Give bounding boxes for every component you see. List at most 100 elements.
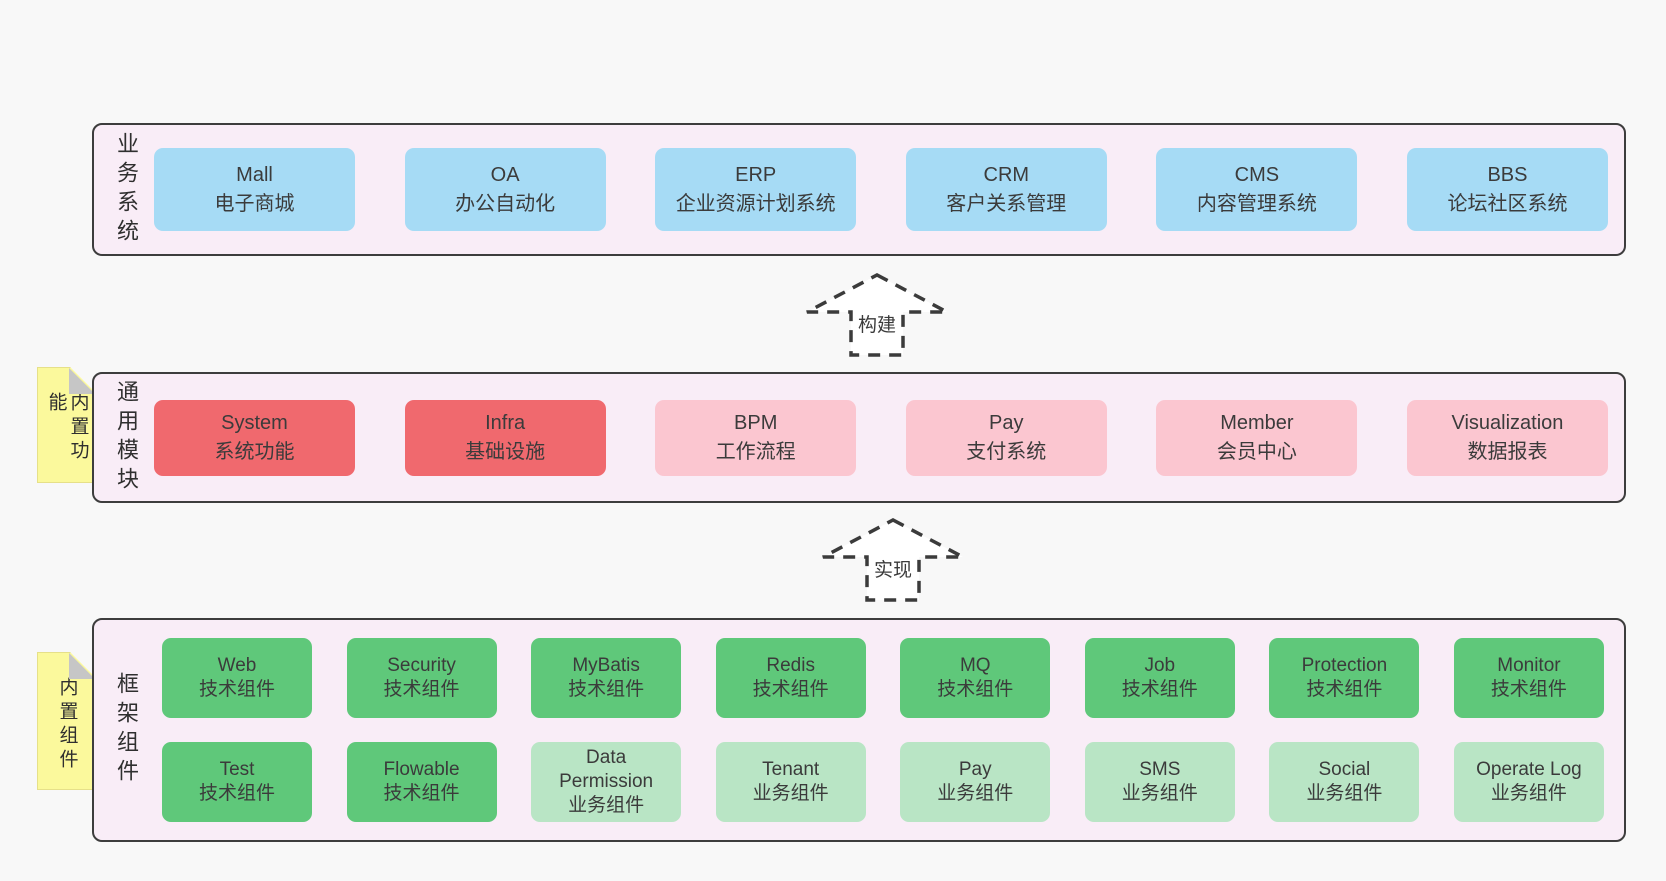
layer-label: 业务系统 (114, 131, 139, 248)
box-flowable: Flowable 技术组件 (346, 742, 497, 822)
box-subtitle: 业务组件 (752, 783, 829, 804)
box-tenant: Tenant 业务组件 (715, 742, 866, 822)
arrow-label: 构建 (854, 310, 900, 337)
sticky-note-label: 内置组件 (56, 677, 78, 773)
box-title: Mall (236, 163, 273, 186)
box-title: Tenant (762, 759, 820, 780)
box-title: Security (387, 655, 456, 676)
layer-framework-components: 框架组件 Web 技术组件 Security 技术组件 MyBatis 技术组件… (92, 618, 1626, 842)
arrow-label: 实现 (870, 555, 916, 582)
box-erp: ERP 企业资源计划系统 (655, 148, 857, 231)
box-title: Flowable (383, 759, 460, 780)
box-social: Social 业务组件 (1269, 742, 1420, 822)
box-oa: OA 办公自动化 (404, 148, 606, 231)
box-mq: MQ 技术组件 (900, 638, 1051, 718)
box-title: Member (1220, 411, 1294, 434)
box-title: Test (219, 759, 255, 780)
sticky-note-built-in-components: 内置组件 (37, 652, 96, 790)
box-subtitle: 业务组件 (1121, 783, 1198, 804)
box-subtitle: 技术组件 (937, 679, 1014, 700)
box-subtitle: 技术组件 (383, 783, 460, 804)
box-visualization: Visualization 数据报表 (1406, 399, 1608, 476)
box-subtitle: 业务组件 (937, 783, 1014, 804)
box-pay: Pay 支付系统 (905, 399, 1107, 476)
box-title: BBS (1487, 163, 1528, 186)
box-protection: Protection 技术组件 (1269, 638, 1420, 718)
box-title: Data Permission (559, 747, 654, 792)
box-title: BPM (734, 411, 778, 434)
box-subtitle: 技术组件 (752, 679, 829, 700)
box-mall: Mall 电子商城 (154, 148, 355, 231)
component-rows: Web 技术组件 Security 技术组件 MyBatis 技术组件 Redi… (154, 638, 1608, 822)
box-member: Member 会员中心 (1156, 399, 1358, 476)
box-title: MQ (959, 655, 991, 676)
box-subtitle: 支付系统 (966, 440, 1047, 463)
box-system: System 系统功能 (154, 399, 355, 476)
component-boxes-row-2: Test 技术组件 Flowable 技术组件 Data Permission … (162, 742, 1604, 822)
box-title: Operate Log (1476, 759, 1582, 780)
box-subtitle: 基础设施 (465, 440, 546, 463)
box-subtitle: 系统功能 (214, 440, 295, 463)
box-subtitle: 技术组件 (568, 679, 645, 700)
box-data-permission: Data Permission 业务组件 (531, 742, 682, 822)
box-crm: CRM 客户关系管理 (905, 148, 1107, 231)
box-subtitle: 业务组件 (1306, 783, 1383, 804)
box-title: Social (1318, 759, 1371, 780)
box-title: ERP (735, 163, 777, 186)
layer-common-modules: 通用模块 System 系统功能 Infra 基础设施 BPM 工作流程 Pay… (92, 372, 1626, 503)
box-subtitle: 技术组件 (1121, 679, 1198, 700)
component-boxes-row-1: Web 技术组件 Security 技术组件 MyBatis 技术组件 Redi… (162, 638, 1604, 718)
box-subtitle: 技术组件 (198, 679, 275, 700)
box-title: CRM (983, 163, 1030, 186)
business-boxes-row: Mall 电子商城 OA 办公自动化 ERP 企业资源计划系统 CRM 客户关系… (154, 148, 1608, 231)
box-title: Job (1144, 655, 1176, 676)
box-test: Test 技术组件 (162, 742, 312, 822)
box-title: System (221, 411, 288, 434)
box-subtitle: 工作流程 (715, 440, 796, 463)
box-title: SMS (1139, 759, 1181, 780)
box-bbs: BBS 论坛社区系统 (1406, 148, 1608, 231)
box-subtitle: 技术组件 (383, 679, 460, 700)
box-redis: Redis 技术组件 (715, 638, 866, 718)
box-subtitle: 论坛社区系统 (1447, 192, 1568, 215)
module-boxes-row: System 系统功能 Infra 基础设施 BPM 工作流程 Pay 支付系统… (154, 399, 1608, 476)
box-mybatis: MyBatis 技术组件 (531, 638, 682, 718)
box-subtitle: 技术组件 (198, 783, 275, 804)
box-subtitle: 办公自动化 (455, 192, 556, 215)
arrow-implement: 实现 (820, 517, 966, 603)
box-operate-log: Operate Log 业务组件 (1453, 742, 1604, 822)
box-subtitle: 业务组件 (1490, 783, 1567, 804)
box-title: Monitor (1497, 655, 1561, 676)
arrow-build: 构建 (804, 272, 950, 358)
box-job: Job 技术组件 (1084, 638, 1235, 718)
box-subtitle: 技术组件 (1306, 679, 1383, 700)
layer-business-systems: 业务系统 Mall 电子商城 OA 办公自动化 ERP 企业资源计划系统 CRM… (92, 123, 1626, 256)
box-subtitle: 数据报表 (1467, 440, 1548, 463)
sticky-note-label: 内置功能 (45, 392, 89, 464)
box-subtitle: 技术组件 (1490, 679, 1567, 700)
box-title: Web (217, 655, 257, 676)
box-title: Redis (766, 655, 815, 676)
box-security: Security 技术组件 (346, 638, 497, 718)
box-monitor: Monitor 技术组件 (1453, 638, 1604, 718)
box-subtitle: 企业资源计划系统 (675, 192, 836, 215)
box-title: Protection (1301, 655, 1388, 676)
box-web: Web 技术组件 (162, 638, 312, 718)
box-title: OA (490, 163, 520, 186)
box-bpm: BPM 工作流程 (655, 399, 857, 476)
box-title: MyBatis (572, 655, 640, 676)
box-cms: CMS 内容管理系统 (1156, 148, 1358, 231)
box-pay-business: Pay 业务组件 (900, 742, 1051, 822)
box-subtitle: 会员中心 (1216, 440, 1297, 463)
box-sms: SMS 业务组件 (1084, 742, 1235, 822)
box-subtitle: 电子商城 (214, 192, 295, 215)
layer-label: 通用模块 (114, 379, 139, 496)
layer-label: 框架组件 (114, 672, 139, 788)
box-subtitle: 内容管理系统 (1196, 192, 1317, 215)
box-title: CMS (1234, 163, 1280, 186)
box-subtitle: 客户关系管理 (946, 192, 1067, 215)
box-infra: Infra 基础设施 (404, 399, 606, 476)
box-subtitle: 业务组件 (568, 795, 645, 816)
box-title: Visualization (1451, 411, 1564, 434)
